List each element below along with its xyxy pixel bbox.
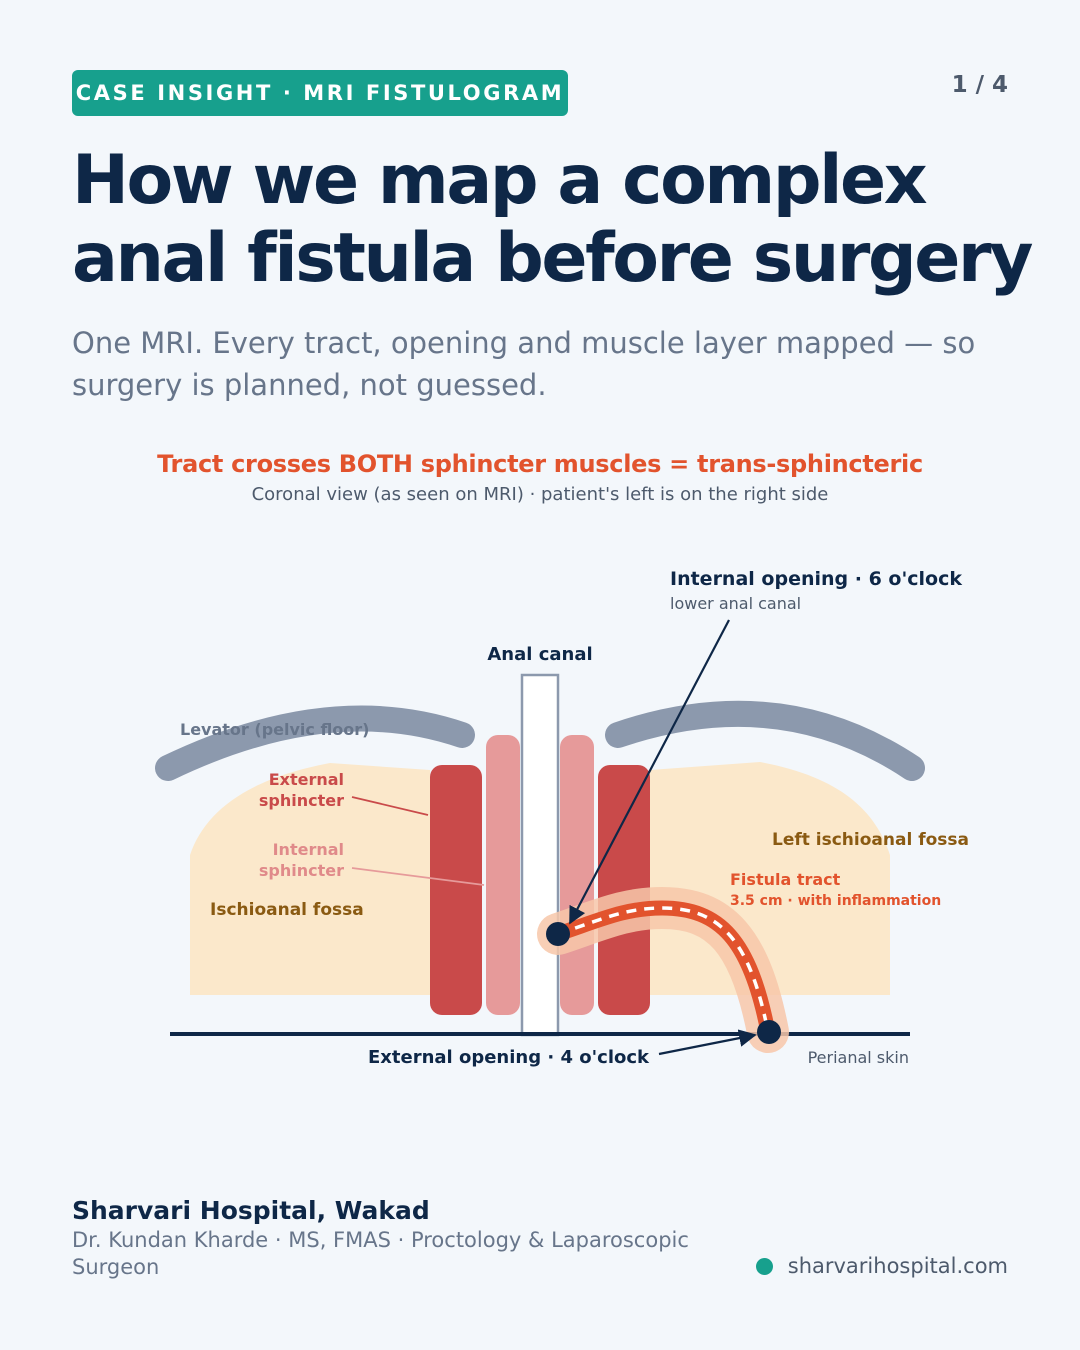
headline-line-2: anal fistula before surgery bbox=[72, 219, 1033, 298]
anal-canal-label: Anal canal bbox=[487, 644, 592, 665]
fistula-diagram: Internal opening · 6 o'clock lower anal … bbox=[155, 568, 969, 1068]
external-sphincter-leader bbox=[351, 796, 429, 816]
internal-opening-sublabel: lower anal canal bbox=[670, 594, 801, 613]
subheadline: One MRI. Every tract, opening and muscle… bbox=[72, 326, 976, 402]
levator-label: Levator (pelvic floor) bbox=[180, 720, 370, 739]
levator-right-arc bbox=[155, 705, 475, 781]
fistula-tract-dashes bbox=[557, 906, 770, 1033]
internal-opening-label: Internal opening · 6 o'clock bbox=[670, 568, 962, 590]
website-label[interactable]: sharvarihospital.com bbox=[787, 1254, 1008, 1278]
left-ischioanal-fossa-label: Left ischioanal fossa bbox=[772, 830, 969, 850]
doctor-credentials: Dr. Kundan Kharde · MS, FMAS · Proctolog… bbox=[72, 1228, 689, 1279]
diagram-title: Tract crosses BOTH sphincter muscles = t… bbox=[157, 450, 923, 478]
external-sphincter-left bbox=[598, 765, 650, 1015]
ischioanal-fossa-label: Ischioanal fossa bbox=[210, 900, 364, 920]
internal-sphincter-label-1: Internal bbox=[273, 840, 344, 859]
fistula-tract-label: Fistula tract bbox=[730, 870, 841, 889]
internal-opening-arrow bbox=[569, 619, 730, 925]
website-dot-icon bbox=[755, 1257, 773, 1275]
headline: How we map a complex anal fistula before… bbox=[72, 141, 1033, 298]
anal-canal-lumen bbox=[520, 673, 560, 1037]
external-sphincter-label-1: External bbox=[269, 770, 344, 789]
external-opening-dot bbox=[757, 1020, 781, 1044]
external-opening-arrow bbox=[658, 1029, 757, 1056]
external-sphincter-right bbox=[430, 765, 482, 1015]
internal-sphincter-right bbox=[486, 735, 520, 1015]
perianal-skin-label: Perianal skin bbox=[808, 1048, 909, 1067]
website-link[interactable]: sharvarihospital.com bbox=[755, 1254, 1008, 1278]
internal-sphincter-left bbox=[560, 735, 594, 1015]
external-opening-label: External opening · 4 o'clock bbox=[368, 1047, 650, 1068]
ischioanal-fossa-right-region bbox=[190, 763, 430, 995]
page-counter: 1 / 4 bbox=[951, 72, 1008, 98]
headline-line-1: How we map a complex bbox=[72, 141, 928, 220]
category-badge: CASE INSIGHT · MRI FISTULOGRAM bbox=[72, 70, 568, 116]
internal-sphincter-label-2: sphincter bbox=[259, 861, 344, 880]
diagram-caption: Coronal view (as seen on MRI) · patient'… bbox=[251, 484, 829, 505]
hospital-name: Sharvari Hospital, Wakad bbox=[72, 1196, 430, 1225]
external-sphincter-label-2: sphincter bbox=[259, 791, 344, 810]
internal-opening-dot bbox=[546, 922, 570, 946]
internal-sphincter-leader bbox=[351, 867, 485, 886]
levator-left-arc bbox=[605, 700, 925, 781]
fistula-tract-sublabel: 3.5 cm · with inflammation bbox=[730, 893, 941, 909]
